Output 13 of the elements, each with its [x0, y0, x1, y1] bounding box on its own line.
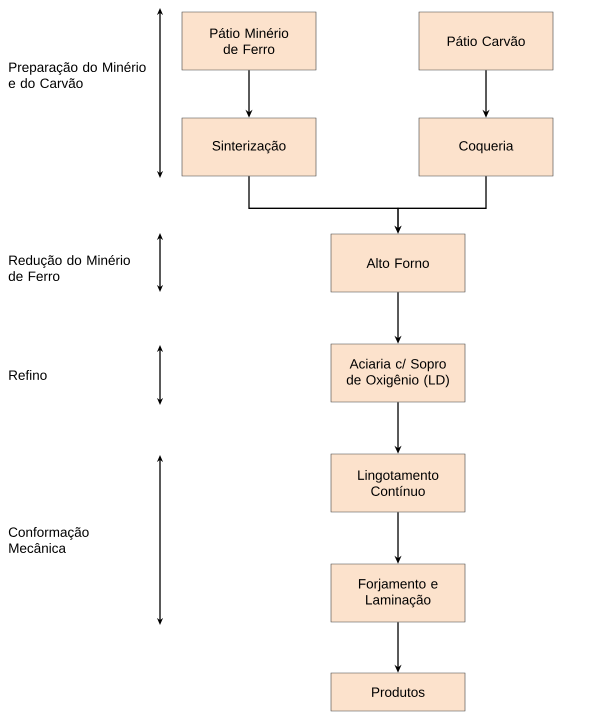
process-box: Produtos: [330, 672, 466, 712]
process-box: Forjamento e Laminação: [330, 564, 466, 622]
stage-label: Conformação Mecânica: [8, 527, 89, 553]
process-box: Coqueria: [418, 118, 554, 176]
process-box: Pátio Carvão: [418, 12, 554, 70]
stage-label: Refino: [9, 370, 47, 380]
process-box: Pátio Minério de Ferro: [182, 12, 316, 70]
stage-label: Redução do Minério de Ferro: [8, 254, 130, 282]
process-box: Aciaria c/ Sopro de Oxigênio (LD): [330, 344, 466, 402]
process-box: Sinterização: [182, 118, 316, 176]
stage-label: Preparação do Minério e do Carvão: [8, 62, 146, 88]
process-box: Alto Forno: [330, 234, 466, 292]
process-box: Lingotamento Contínuo: [330, 454, 466, 512]
